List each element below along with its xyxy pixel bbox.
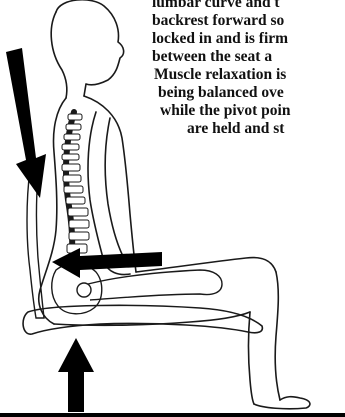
- spine: [62, 112, 89, 268]
- arrow-up-icon: [58, 338, 94, 412]
- seat-upward-arrow: [58, 338, 94, 412]
- vertebra: [66, 197, 85, 204]
- bottom-divider: [0, 413, 345, 417]
- shin-front-outline: [275, 272, 280, 400]
- arrow-down-icon: [6, 48, 46, 198]
- chair-seat: [23, 305, 262, 334]
- foot-outline: [254, 397, 310, 409]
- backrest-downward-arrow: [6, 48, 46, 198]
- vertebra: [62, 154, 79, 160]
- backrest-frame: [27, 170, 44, 318]
- vertebra: [63, 175, 81, 182]
- vertebra: [69, 220, 89, 228]
- front-torso-outline: [84, 96, 136, 272]
- vertebra: [68, 114, 82, 120]
- seat-cushion: [23, 305, 262, 334]
- vertebra: [62, 144, 79, 150]
- vertebra: [69, 232, 89, 240]
- vertebrae: [62, 114, 89, 266]
- shin-back-outline: [249, 312, 255, 404]
- chair-backrest: [27, 170, 44, 318]
- hip-joint: [77, 283, 91, 297]
- vertebra: [68, 208, 88, 216]
- neck-back-outline: [51, 12, 67, 98]
- vertebra: [64, 134, 80, 140]
- arm-outline: [88, 112, 130, 275]
- vertebra: [62, 164, 80, 171]
- vertebra: [66, 124, 81, 130]
- femur-bone: [88, 270, 222, 300]
- vertebra: [64, 186, 83, 193]
